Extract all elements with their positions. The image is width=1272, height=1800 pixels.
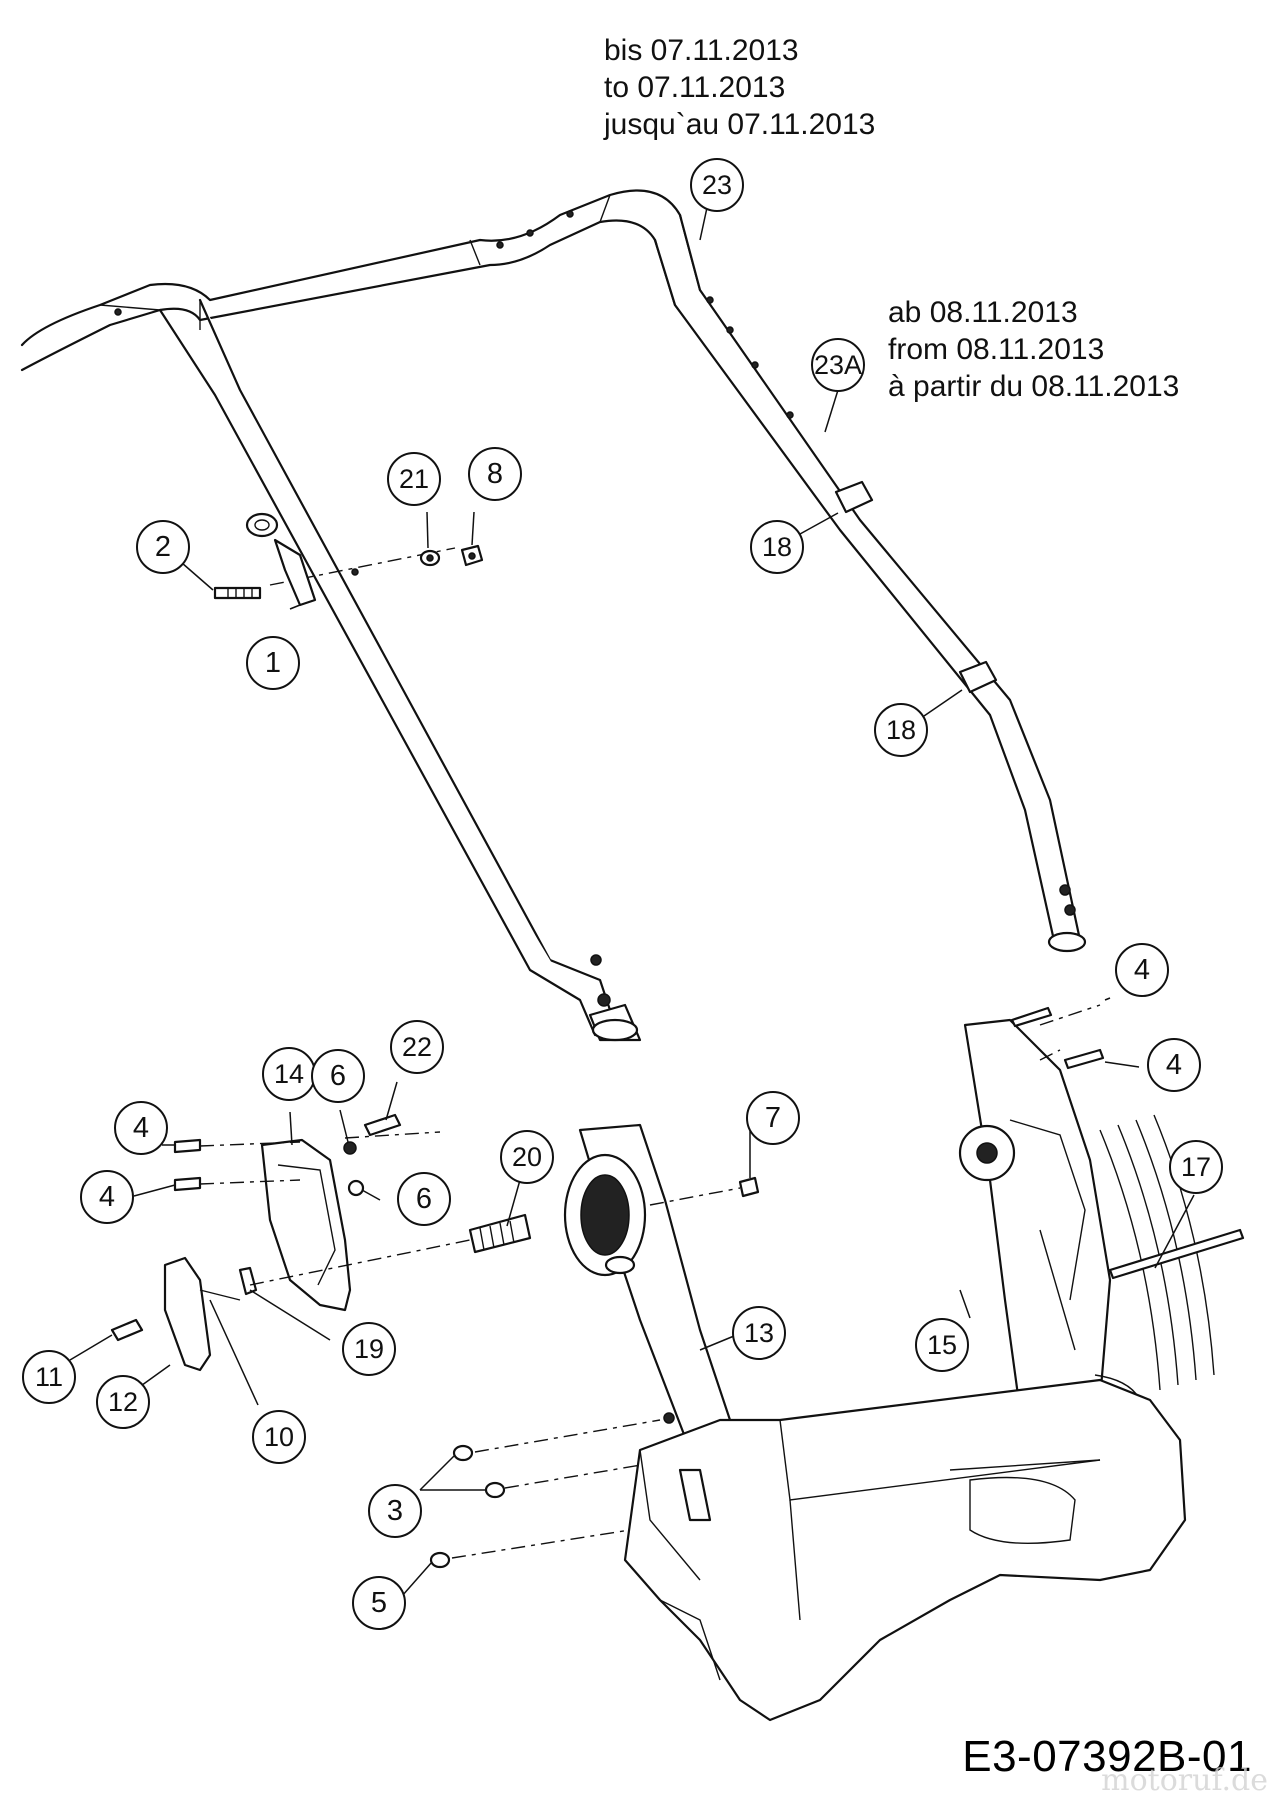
watermark: motoruf.de (1101, 1763, 1268, 1798)
cable-panel (1099, 1114, 1245, 1391)
diagram-code: E3-07392B-01 (962, 1732, 1252, 1781)
callout-19: 19 (342, 1322, 396, 1376)
callout-3: 3 (368, 1484, 422, 1538)
callout-8: 8 (468, 447, 522, 501)
callout-4-left-lower: 4 (80, 1170, 134, 1224)
callout-17: 17 (1169, 1140, 1223, 1194)
note-after-fr: à partir du 08.11.2013 (888, 370, 1180, 403)
callout-7: 7 (746, 1091, 800, 1145)
callout-4-left-upper: 4 (114, 1101, 168, 1155)
callout-18-upper: 18 (750, 520, 804, 574)
note-before-date: bis 07.11.2013 to 07.11.2013 jusqu`au 07… (604, 32, 875, 143)
callout-6-lower: 6 (397, 1172, 451, 1226)
callout-4-top: 4 (1115, 943, 1169, 997)
callout-6-upper: 6 (311, 1049, 365, 1103)
note-after-en: from 08.11.2013 (888, 333, 1105, 366)
callout-20: 20 (500, 1130, 554, 1184)
callout-2: 2 (136, 520, 190, 574)
note-before-en: to 07.11.2013 (604, 71, 786, 104)
callout-5: 5 (352, 1576, 406, 1630)
leader-lines (69, 202, 1195, 1597)
callout-18-lower: 18 (874, 703, 928, 757)
callout-23: 23 (690, 158, 744, 212)
callout-14: 14 (262, 1047, 316, 1101)
mower-deck (623, 1378, 1187, 1722)
right-lower-handle (653, 213, 1087, 953)
callout-15: 15 (915, 1318, 969, 1372)
left-lever-assembly (110, 1113, 532, 1372)
right-bracket (958, 1004, 1141, 1422)
upper-handle (20, 189, 732, 372)
callout-23a: 23A (811, 338, 865, 392)
note-before-de: bis 07.11.2013 (604, 34, 799, 67)
callout-13: 13 (732, 1306, 786, 1360)
callout-12: 12 (96, 1375, 150, 1429)
callout-11: 11 (22, 1350, 76, 1404)
callout-10: 10 (252, 1410, 306, 1464)
callout-4-right: 4 (1147, 1038, 1201, 1092)
callout-22: 22 (390, 1020, 444, 1074)
left-lower-handle (158, 298, 642, 1042)
note-before-fr: jusqu`au 07.11.2013 (604, 108, 876, 141)
small-fasteners (429, 1176, 760, 1569)
callout-1: 1 (246, 636, 300, 690)
callout-21: 21 (387, 452, 441, 506)
latch-assembly (213, 512, 484, 607)
note-after-date: ab 08.11.2013 from 08.11.2013 à partir d… (888, 294, 1179, 405)
note-after-de: ab 08.11.2013 (888, 296, 1078, 329)
